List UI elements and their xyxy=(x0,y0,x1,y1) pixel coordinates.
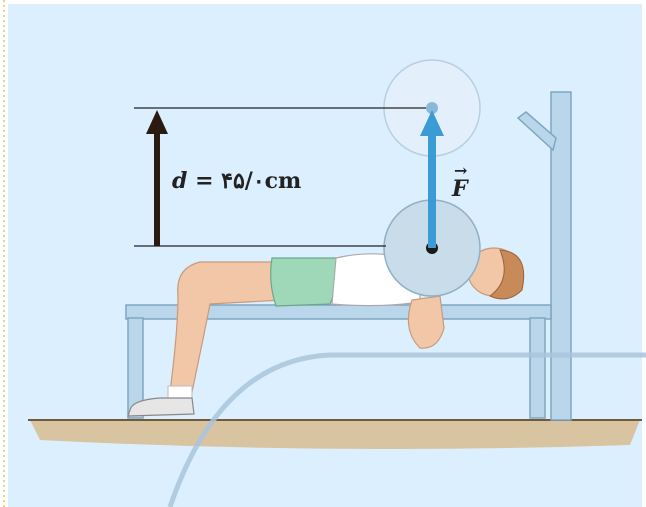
shoe xyxy=(127,397,195,417)
distance-value: ۴۵/۰cm xyxy=(221,168,302,194)
force-arrow xyxy=(420,110,444,248)
person xyxy=(127,247,525,417)
distance-equals: = xyxy=(195,168,214,194)
bench xyxy=(125,304,552,419)
shorts xyxy=(270,257,338,307)
distance-arrow xyxy=(146,110,168,246)
floor xyxy=(30,420,640,449)
watermark-curve xyxy=(167,352,646,507)
force-variable: F xyxy=(452,176,468,202)
barbell-center-end xyxy=(426,102,438,114)
force-label: → F xyxy=(452,161,468,203)
rack-upright xyxy=(516,91,572,421)
hair xyxy=(489,249,525,300)
vector-arrow-icon: → xyxy=(454,161,468,180)
distance-label: d = ۴۵/۰cm xyxy=(172,168,301,194)
distance-variable: d xyxy=(172,168,188,194)
